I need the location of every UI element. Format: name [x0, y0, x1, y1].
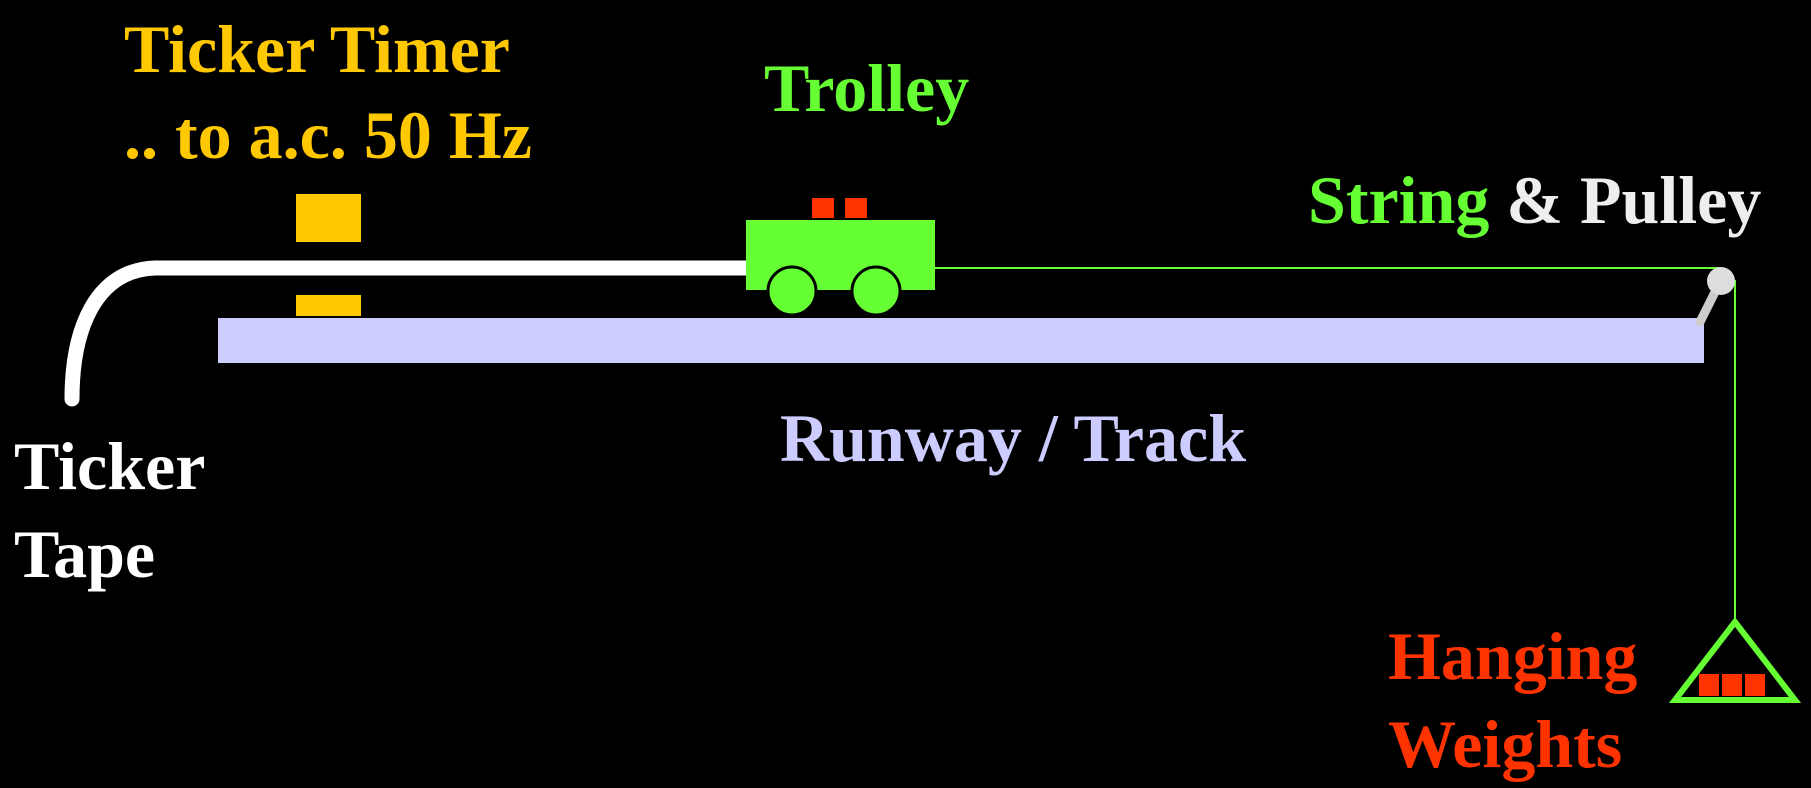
trolley-wheel-front: [766, 265, 818, 317]
runway-label: Runway / Track: [780, 400, 1247, 476]
ticker-tape-label: Ticker Tape: [14, 422, 205, 598]
string-label: String: [1308, 162, 1490, 238]
pulley-wheel: [1707, 267, 1735, 295]
ticker-timer-supply: .. to a.c. 50 Hz: [124, 97, 532, 173]
weight-mass-3: [1745, 674, 1765, 696]
runway-track: [218, 318, 1704, 363]
ticker-tape-line1: Ticker: [14, 428, 206, 504]
trolley-load-2: [845, 198, 867, 218]
string-pulley-label: String & Pulley: [1308, 166, 1761, 234]
ticker-timer-title: Ticker Timer: [124, 11, 510, 87]
ticker-timer-label: Ticker Timer .. to a.c. 50 Hz: [124, 6, 532, 178]
ticker-timer-top: [296, 194, 361, 242]
weight-mass-2: [1722, 674, 1742, 696]
ticker-timer-bottom: [296, 295, 361, 316]
trolley-label: Trolley: [764, 50, 970, 126]
trolley-wheel-rear: [850, 265, 902, 317]
weight-mass-1: [1699, 674, 1719, 696]
ticker-tape-line2: Tape: [14, 516, 156, 592]
hanging-weights-line1: Hanging: [1388, 618, 1638, 694]
weight-hanger: [1668, 617, 1802, 703]
hanging-weights-label: Hanging Weights: [1388, 612, 1637, 788]
trolley-load-1: [812, 198, 834, 218]
hanging-weights-line2: Weights: [1388, 706, 1623, 782]
ticker-tape: [64, 260, 756, 407]
pulley-label: Pulley: [1580, 162, 1762, 238]
amp-label: &: [1506, 162, 1564, 238]
